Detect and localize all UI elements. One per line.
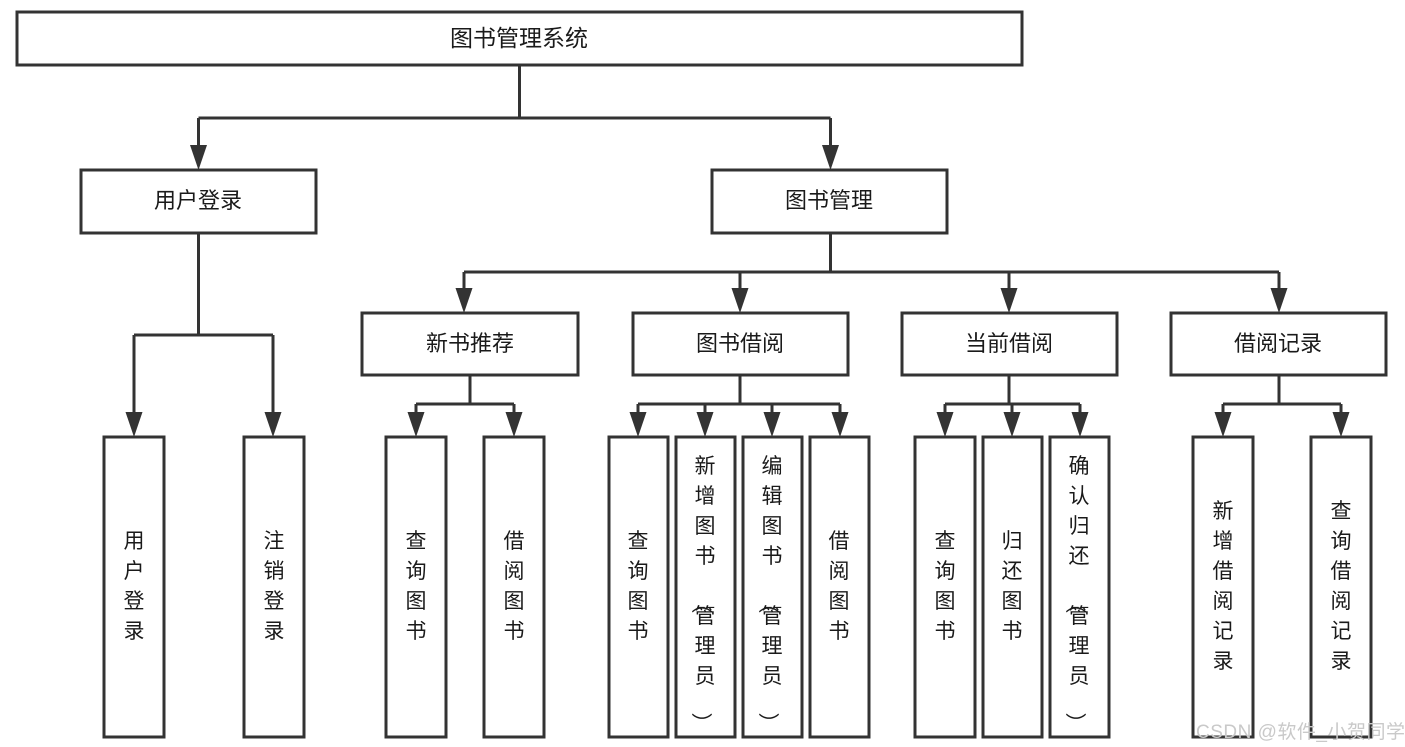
node-book-manage-label: 图书管理 xyxy=(785,188,873,213)
node-leaf-confirm-return-label: 确认归还（管理员） xyxy=(1064,455,1090,734)
node-user-login[interactable]: 用户登录 xyxy=(79,168,318,235)
node-leaf-confirm-return-box[interactable] xyxy=(1048,435,1111,739)
node-user-login-label: 用户登录 xyxy=(154,188,242,213)
arrow-bm-to-current-borrow xyxy=(1000,288,1018,313)
node-leaf-query-book-current-box[interactable] xyxy=(913,435,977,739)
node-leaf-confirm-return[interactable]: 确认归还（管理员） xyxy=(1048,435,1111,739)
node-leaf-edit-book-box[interactable] xyxy=(741,435,804,739)
node-book-borrow-box[interactable] xyxy=(631,311,850,377)
node-leaf-query-book-new[interactable]: 查询图书 xyxy=(384,435,448,739)
arrow-cb-l2 xyxy=(1003,412,1021,437)
arrow-bb-l2 xyxy=(696,412,714,437)
node-current-borrow-box[interactable] xyxy=(900,311,1119,377)
node-leaf-add-record[interactable]: 新增借阅记录 xyxy=(1191,435,1255,739)
node-leaf-query-book-borrow[interactable]: 查询图书 xyxy=(607,435,670,739)
node-current-borrow[interactable]: 当前借阅 xyxy=(900,311,1119,377)
arrow-user-login-l2 xyxy=(264,412,282,437)
node-leaf-add-book-label: 新增图书（管理员） xyxy=(690,455,716,734)
node-leaf-borrow-book-new-label: 借阅图书 xyxy=(504,530,525,643)
node-borrow-record-label: 借阅记录 xyxy=(1234,331,1322,356)
node-leaf-borrow-book-borrow-label: 借阅图书 xyxy=(829,530,850,643)
node-leaf-borrow-book-new[interactable]: 借阅图书 xyxy=(482,435,546,739)
node-leaf-borrow-book-new-box[interactable] xyxy=(482,435,546,739)
node-leaf-borrow-book-borrow-box[interactable] xyxy=(808,435,871,739)
node-leaf-add-book[interactable]: 新增图书（管理员） xyxy=(674,435,737,739)
node-leaf-query-book-current[interactable]: 查询图书 xyxy=(913,435,977,739)
node-leaf-add-book-box[interactable] xyxy=(674,435,737,739)
node-root-box[interactable] xyxy=(15,10,1024,67)
node-leaf-add-record-label: 新增借阅记录 xyxy=(1213,500,1234,673)
arrow-bb-l1 xyxy=(629,412,647,437)
node-book-borrow-label: 图书借阅 xyxy=(696,331,784,356)
arrow-nb-l2 xyxy=(505,412,523,437)
node-leaf-return-book[interactable]: 归还图书 xyxy=(981,435,1044,739)
node-leaf-add-record-box[interactable] xyxy=(1191,435,1255,739)
leaf-layer: 用户登录 注销登录 查询图书 借阅图书 查询图书 新增图书（管理员） 编辑图书（… xyxy=(102,435,1373,739)
node-leaf-edit-book[interactable]: 编辑图书（管理员） xyxy=(741,435,804,739)
node-user-login-box[interactable] xyxy=(79,168,318,235)
node-leaf-query-book-new-label: 查询图书 xyxy=(406,530,427,643)
node-leaf-return-book-box[interactable] xyxy=(981,435,1044,739)
node-leaf-edit-book-label: 编辑图书（管理员） xyxy=(757,455,783,734)
csdn-watermark: CSDN @软件_小贺同学 xyxy=(1196,721,1405,743)
arrow-bm-to-borrow-record xyxy=(1270,288,1288,313)
node-new-book-rec[interactable]: 新书推荐 xyxy=(360,311,580,377)
node-leaf-query-record-box[interactable] xyxy=(1309,435,1373,739)
arrow-cb-l3 xyxy=(1071,412,1089,437)
node-leaf-query-record-label: 查询借阅记录 xyxy=(1331,500,1352,673)
arrow-br-l2 xyxy=(1332,412,1350,437)
node-book-manage-box[interactable] xyxy=(710,168,949,235)
arrow-nb-l1 xyxy=(407,412,425,437)
arrow-bb-l4 xyxy=(831,412,849,437)
node-leaf-query-book-borrow-box[interactable] xyxy=(607,435,670,739)
node-leaf-user-login[interactable]: 用户登录 xyxy=(102,435,166,739)
node-borrow-record-box[interactable] xyxy=(1169,311,1388,377)
connector-layer xyxy=(125,65,1350,437)
node-leaf-borrow-book-borrow[interactable]: 借阅图书 xyxy=(808,435,871,739)
node-book-manage[interactable]: 图书管理 xyxy=(710,168,949,235)
node-new-book-rec-box[interactable] xyxy=(360,311,580,377)
node-leaf-user-login-box[interactable] xyxy=(102,435,166,739)
node-borrow-record[interactable]: 借阅记录 xyxy=(1169,311,1388,377)
node-leaf-query-record[interactable]: 查询借阅记录 xyxy=(1309,435,1373,739)
node-leaf-return-book-label: 归还图书 xyxy=(1002,530,1023,643)
arrow-root-to-book-manage xyxy=(822,145,839,170)
node-leaf-user-logout[interactable]: 注销登录 xyxy=(242,435,306,739)
arrow-bb-l3 xyxy=(763,412,781,437)
node-leaf-user-logout-label: 注销登录 xyxy=(264,530,285,643)
node-root-label: 图书管理系统 xyxy=(450,25,588,51)
arrow-bm-to-book-borrow xyxy=(731,288,749,313)
arrow-root-to-user-login xyxy=(190,145,207,170)
node-root[interactable]: 图书管理系统 xyxy=(15,10,1024,67)
node-new-book-rec-label: 新书推荐 xyxy=(426,331,514,356)
arrow-br-l1 xyxy=(1214,412,1232,437)
node-book-borrow[interactable]: 图书借阅 xyxy=(631,311,850,377)
node-leaf-query-book-new-box[interactable] xyxy=(384,435,448,739)
node-leaf-query-book-borrow-label: 查询图书 xyxy=(628,530,649,643)
arrow-bm-to-new-book xyxy=(455,288,473,313)
node-leaf-query-book-current-label: 查询图书 xyxy=(935,530,956,643)
node-leaf-user-logout-box[interactable] xyxy=(242,435,306,739)
arrow-user-login-l1 xyxy=(125,412,143,437)
node-leaf-user-login-label: 用户登录 xyxy=(124,530,145,643)
arrow-cb-l1 xyxy=(936,412,954,437)
node-current-borrow-label: 当前借阅 xyxy=(965,331,1053,356)
